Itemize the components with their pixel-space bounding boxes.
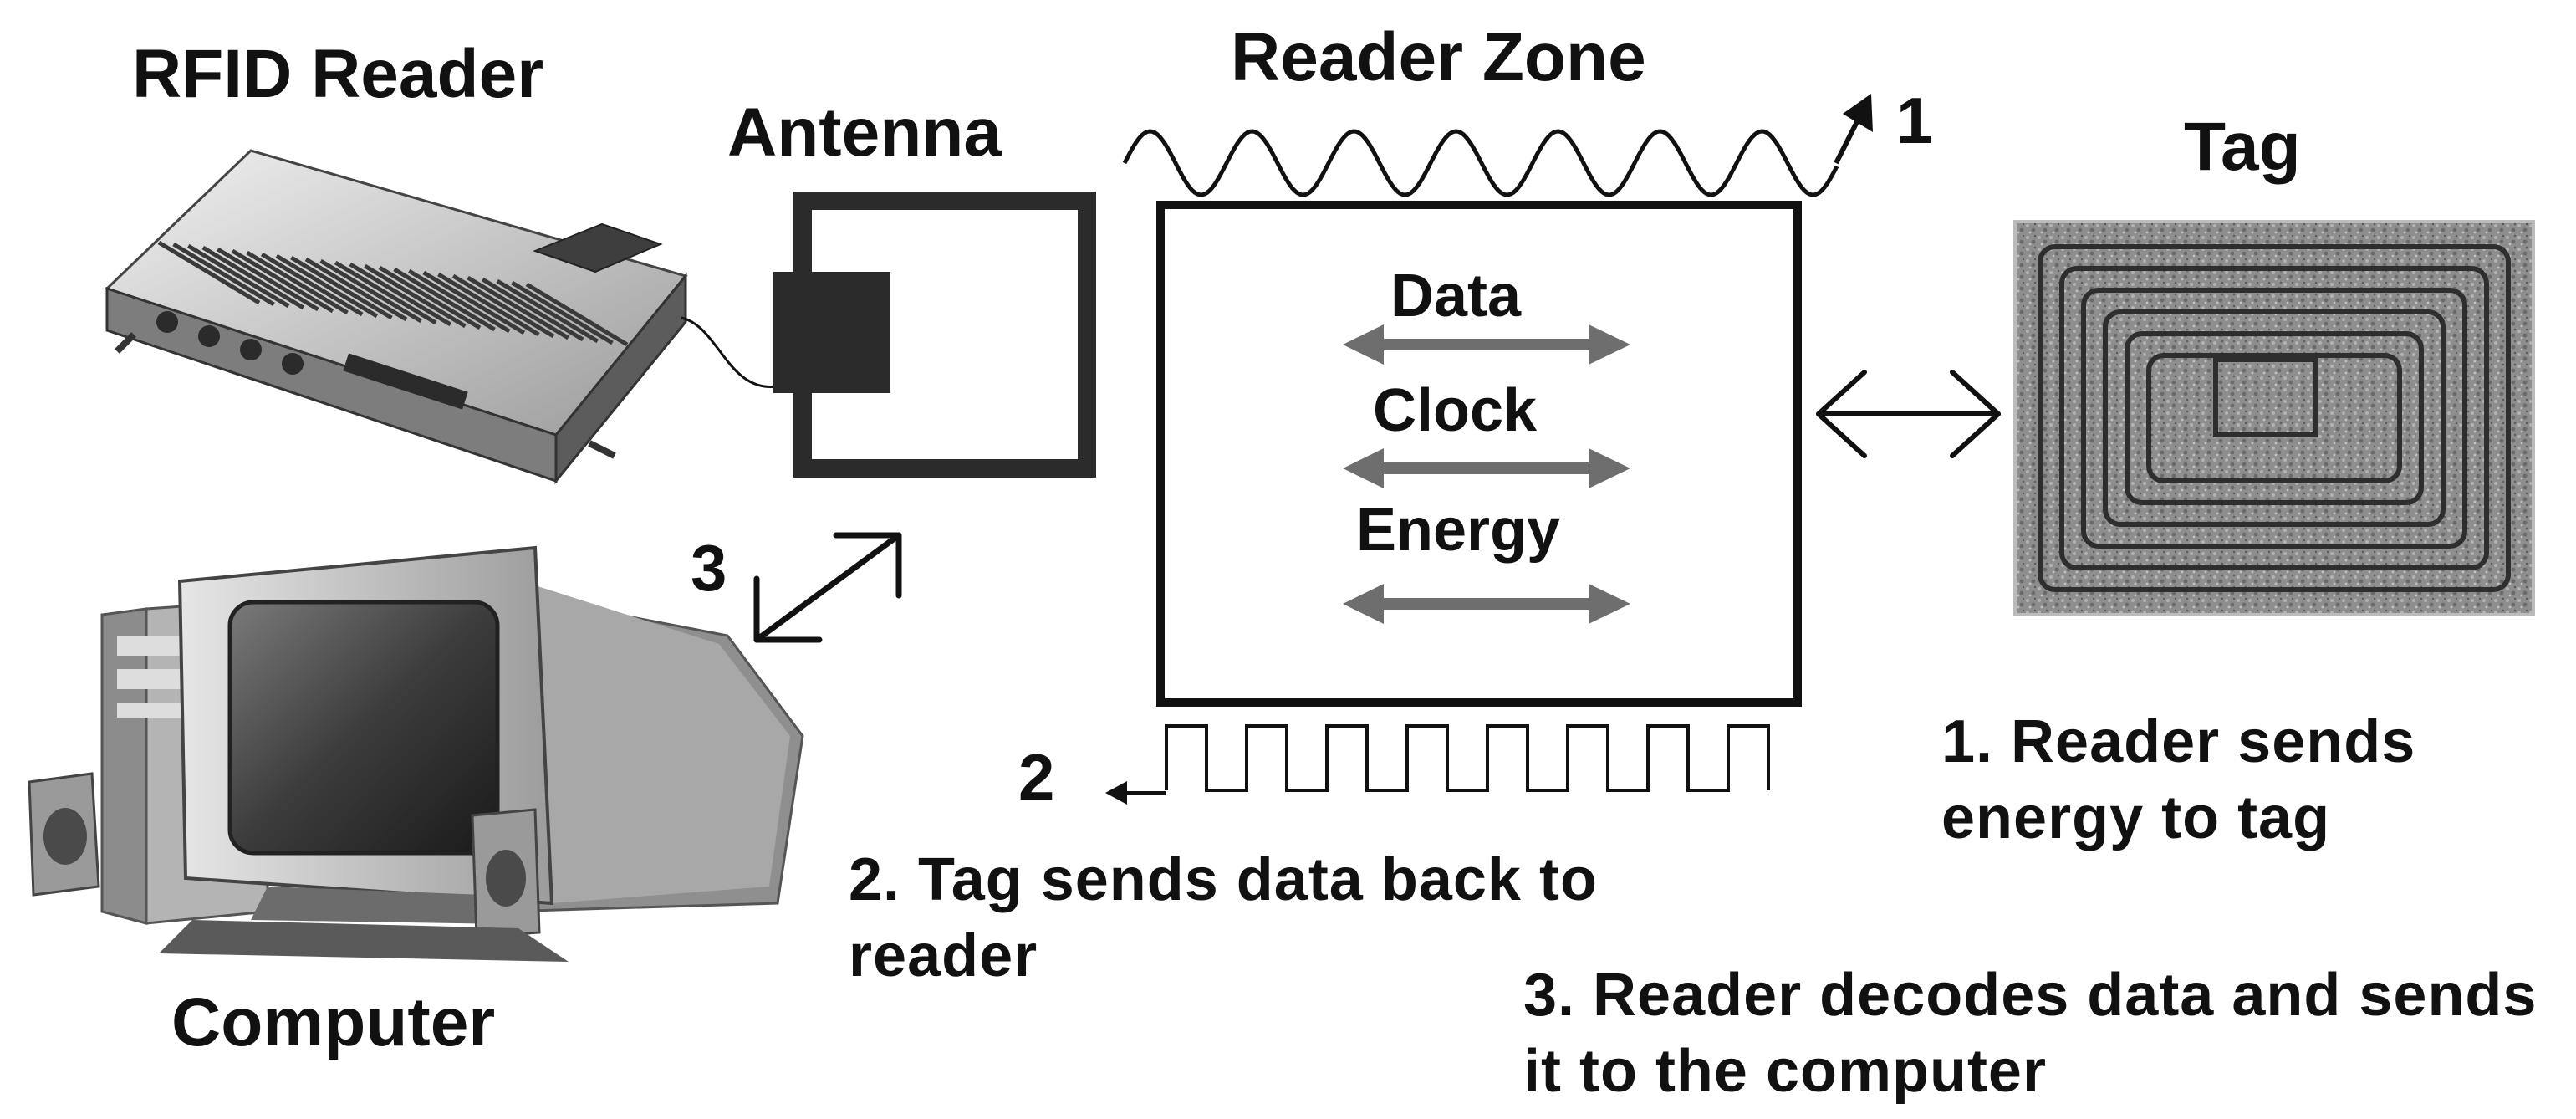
reader-fin bbox=[201, 245, 305, 310]
tag-coil-turn bbox=[2103, 309, 2446, 527]
reader-fin bbox=[393, 267, 496, 332]
reader-fin bbox=[172, 242, 275, 307]
zone-tag-double-arrow bbox=[1816, 370, 2001, 458]
reader-fin bbox=[217, 247, 319, 312]
step-1-caption: 1. Reader sends energy to tag bbox=[1941, 708, 2416, 851]
step-marker-3: 3 bbox=[691, 531, 727, 605]
reader-fin bbox=[407, 268, 511, 334]
step-3-caption: 3. Reader decodes data and sends it to t… bbox=[1523, 962, 2538, 1105]
reader-fin bbox=[481, 277, 584, 342]
reader-fin bbox=[304, 257, 408, 322]
clock-signal-label: Clock bbox=[1373, 377, 1538, 444]
tag-coil-turn bbox=[2059, 266, 2489, 570]
reader-fin bbox=[275, 253, 379, 319]
energy-wave bbox=[1122, 129, 1839, 197]
reader-fin bbox=[364, 263, 467, 329]
data-signal-label: Data bbox=[1390, 263, 1522, 330]
reader-fin bbox=[422, 270, 526, 335]
step-marker-1: 1 bbox=[1896, 84, 1933, 157]
reader-fin bbox=[349, 262, 452, 327]
reader-fin bbox=[451, 273, 555, 339]
energy-double-arrow bbox=[1343, 584, 1630, 624]
step-marker-2: 2 bbox=[1018, 740, 1055, 814]
computer-label: Computer bbox=[171, 984, 496, 1060]
reader-fin bbox=[186, 243, 290, 309]
square-wave-arrowhead bbox=[1105, 781, 1166, 805]
reader-fin bbox=[334, 260, 437, 325]
step-2-caption: 2. Tag sends data back to reader bbox=[849, 846, 1598, 989]
reader-fin bbox=[525, 282, 629, 347]
tag-label: Tag bbox=[2184, 109, 2301, 185]
reader-computer-double-arrow bbox=[753, 532, 902, 643]
computer-icon bbox=[28, 545, 804, 962]
tag-coil-turn bbox=[2038, 244, 2511, 592]
reader-fin bbox=[260, 252, 364, 317]
clock-double-arrow bbox=[1343, 448, 1630, 488]
reader-fin bbox=[437, 272, 540, 337]
reader-fin bbox=[319, 258, 422, 324]
tag-coil-turn bbox=[2125, 331, 2424, 505]
rfid-reader-device-icon bbox=[105, 149, 688, 485]
rfid-tag-icon bbox=[2013, 220, 2535, 616]
reader-fin bbox=[511, 280, 614, 345]
tag-coil-turn bbox=[2081, 288, 2467, 549]
data-double-arrow bbox=[1343, 324, 1630, 365]
reader-zone-box bbox=[1156, 201, 1802, 707]
reader-fin bbox=[231, 248, 334, 314]
reader-fin bbox=[467, 275, 569, 340]
reader-antenna-cable bbox=[681, 316, 778, 388]
energy-signal-label: Energy bbox=[1356, 497, 1561, 564]
data-square-wave bbox=[1165, 724, 1770, 792]
antenna-label: Antenna bbox=[727, 95, 1002, 171]
reader-fin bbox=[290, 255, 393, 320]
reader-connector-ports bbox=[156, 311, 468, 410]
energy-wave-arrowhead bbox=[1834, 94, 1873, 165]
reader-fin bbox=[157, 240, 261, 305]
reader-fin bbox=[496, 278, 599, 344]
reader-zone-label: Reader Zone bbox=[1231, 19, 1646, 95]
rfid-reader-label: RFID Reader bbox=[132, 36, 544, 112]
reader-fin bbox=[246, 250, 349, 315]
antenna-icon bbox=[773, 192, 1096, 478]
reader-fin bbox=[378, 265, 482, 330]
tag-coil-turn bbox=[2146, 353, 2402, 483]
